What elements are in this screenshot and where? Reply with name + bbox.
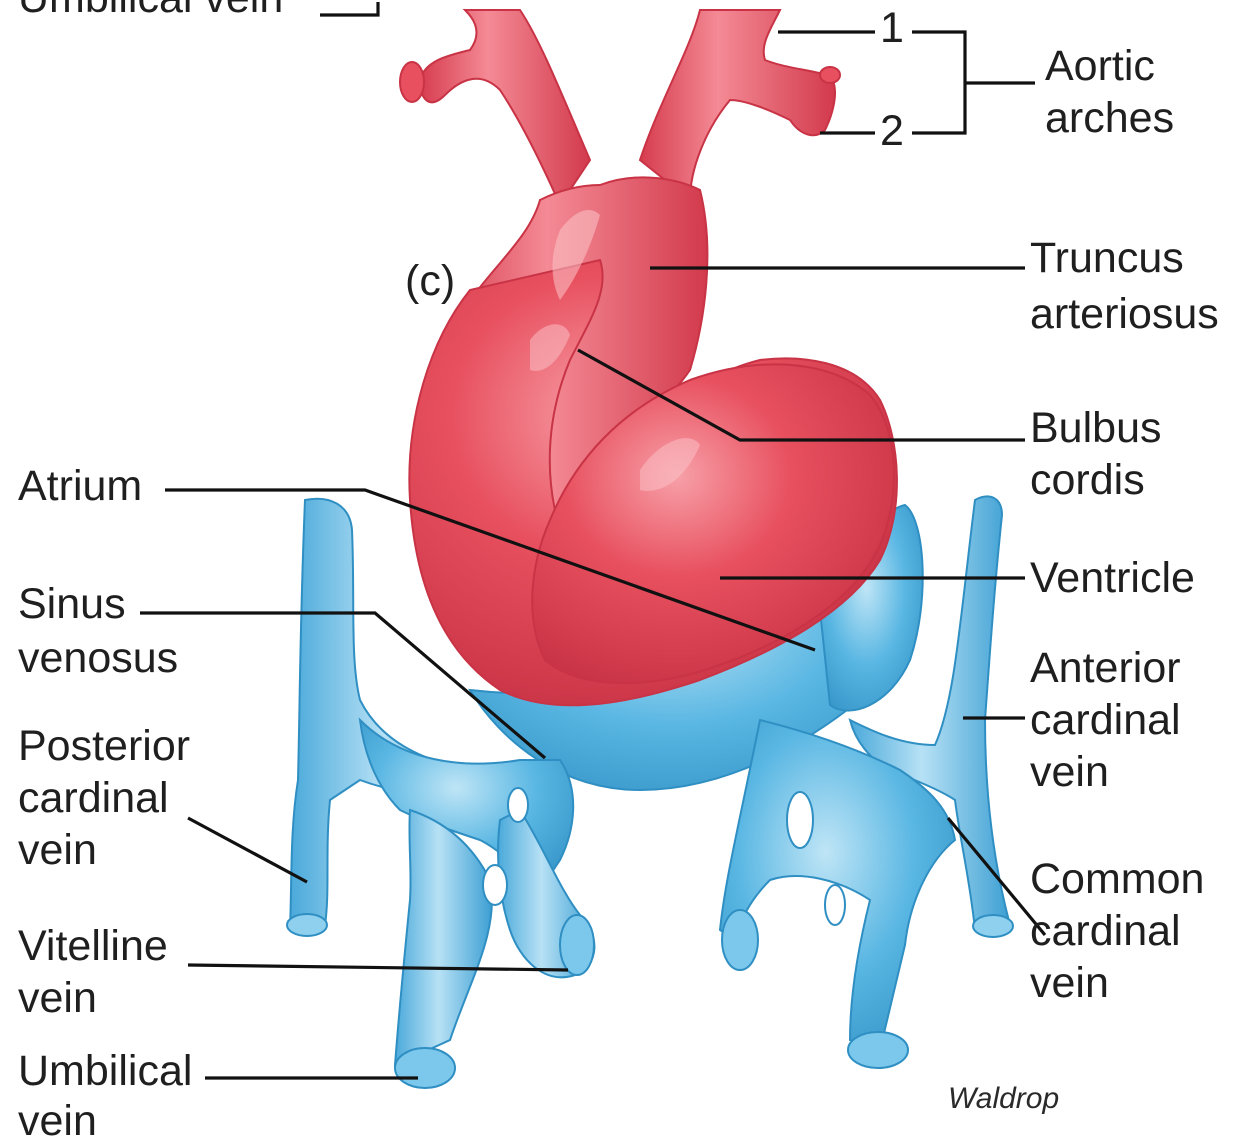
label-arch-2: 2	[880, 107, 904, 155]
left-vein-gap	[508, 788, 528, 822]
left-posterior-vein-opening	[287, 914, 327, 936]
left-arch-opening	[400, 62, 424, 102]
label-credit: Waldrop	[948, 1082, 1059, 1115]
right-vein-gap	[825, 885, 845, 925]
left-vein-gap	[483, 865, 507, 905]
left-vitelline-opening	[560, 915, 594, 975]
leader-top-umbilical	[320, 2, 378, 15]
label-panel: (c)	[405, 257, 455, 305]
left-vitelline-umbilical-trunk	[395, 810, 492, 1065]
right-vein-gap	[787, 792, 813, 848]
leader-vitelline	[188, 965, 568, 970]
leader-posterior-cardinal	[188, 818, 307, 882]
label-ventricle: Ventricle	[1030, 554, 1195, 602]
left-aortic-arches	[420, 10, 590, 205]
right-arch-opening	[820, 67, 840, 83]
label-atrium: Atrium	[18, 462, 142, 510]
left-umbilical-opening	[395, 1048, 455, 1088]
right-aortic-arches	[640, 10, 835, 200]
right-anterior-vein-opening	[973, 915, 1013, 937]
label-arch-1: 1	[880, 4, 904, 52]
heart-tube	[400, 10, 897, 705]
label-top-cut: Umbilical vein	[18, 0, 283, 22]
right-vitelline-opening	[722, 910, 758, 970]
right-umbilical-opening	[848, 1032, 908, 1068]
bracket-aortic-arches	[912, 32, 965, 133]
